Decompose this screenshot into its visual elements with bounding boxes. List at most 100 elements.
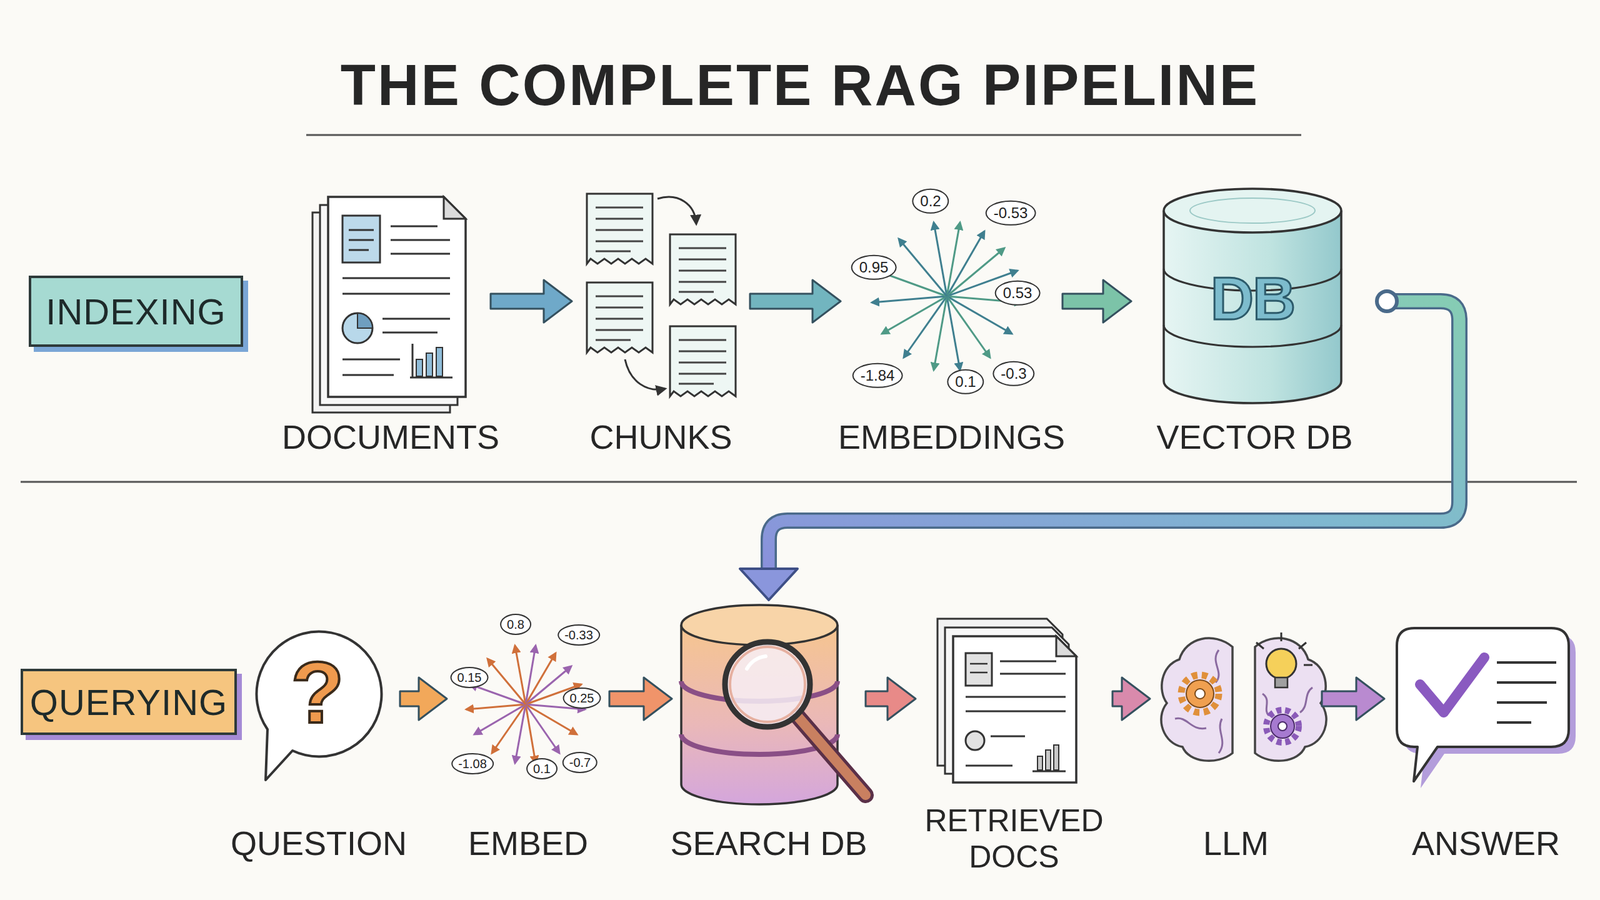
- vector-value: 0.15: [450, 666, 489, 689]
- documents-icon-part: [348, 229, 374, 232]
- documents-icon-part: [328, 196, 466, 397]
- llm-brain-icon: [1161, 632, 1327, 761]
- vector-value: 0.8: [500, 613, 532, 635]
- search-db-icon-part: [797, 716, 866, 795]
- documents-icon-part: [342, 293, 450, 295]
- llm-brain-icon-part: [1270, 714, 1295, 739]
- vector-number: -0.53: [993, 204, 1029, 222]
- answer-bubble-icon-part: [1496, 681, 1557, 684]
- arrow-head: [740, 568, 798, 600]
- step-label: QUESTION: [230, 823, 407, 863]
- block-arrow: [1112, 677, 1150, 720]
- vector-number: 0.95: [859, 258, 889, 276]
- pipeline-step: DB VECTOR DB: [1131, 187, 1379, 463]
- chunks-icon-part: [586, 282, 653, 353]
- answer-bubble-icon-part: [1496, 721, 1532, 724]
- llm-brain-icon-part: [1266, 648, 1297, 679]
- tag-label: QUERYING: [30, 681, 228, 724]
- chunks-icon-part: [586, 193, 653, 264]
- chunks-icon-part: [657, 196, 697, 224]
- vector-number: 0.1: [533, 761, 551, 776]
- documents-icon-part: [390, 253, 450, 255]
- llm-brain-icon-part: [1215, 650, 1219, 683]
- documents-icon-part: [390, 239, 450, 242]
- retrieved-docs-icon-part: [953, 636, 1077, 783]
- retrieved-docs-icon-part: [970, 663, 988, 665]
- llm-brain-icon-part: [1255, 638, 1327, 761]
- block-arrow: [865, 677, 916, 720]
- flow-arrow: [750, 280, 841, 323]
- llm-brain-icon-part: [1278, 721, 1287, 731]
- llm-brain-icon-part: [1266, 710, 1299, 743]
- vector-number: 0.25: [570, 691, 595, 705]
- step-label: RETRIEVED DOCS: [911, 803, 1118, 875]
- vector-value: 0.2: [911, 188, 949, 214]
- bend-start-ring: [1376, 291, 1397, 312]
- flow-arrow: [609, 677, 672, 720]
- stage-tag: INDEXING: [28, 275, 244, 347]
- vector-db-cylinder-part: [1190, 198, 1315, 224]
- step-label: DOCUMENTS: [281, 417, 500, 457]
- answer-bubble-icon: [1396, 628, 1576, 789]
- query-embedding-burst-part: [525, 653, 556, 705]
- embedding-burst-part: [933, 222, 947, 297]
- step-label: CHUNKS: [589, 417, 732, 457]
- search-db-icon: [681, 605, 866, 805]
- vector-number: -1.84: [860, 366, 895, 384]
- search-db-icon-part: [725, 641, 810, 727]
- retrieved-docs-icon-part: [1053, 745, 1059, 770]
- llm-brain-icon-part: [1186, 680, 1214, 708]
- vector-value: 0.1: [526, 758, 558, 780]
- divider-lines-part: [306, 134, 1302, 137]
- vector-number: -0.3: [1000, 365, 1027, 382]
- documents-icon-part: [357, 313, 373, 329]
- vector-value: 0.1: [946, 369, 984, 395]
- embedding-burst-part: [946, 231, 985, 297]
- llm-brain-icon-part: [1298, 642, 1307, 649]
- flow-arrow: [490, 280, 572, 323]
- step-label: ANSWER: [1411, 823, 1560, 863]
- llm-brain-icon-part: [1262, 693, 1269, 716]
- icon-text: DB: [1210, 268, 1295, 329]
- step-label: VECTOR DB: [1156, 417, 1353, 457]
- vector-value: 0.53: [995, 280, 1041, 306]
- vector-number: 0.53: [1003, 284, 1033, 302]
- documents-icon-part: [348, 239, 374, 242]
- answer-bubble-icon-part: [1496, 701, 1547, 704]
- documents-icon-part: [382, 318, 450, 320]
- block-arrow: [750, 280, 841, 323]
- query-embedding-burst-part: [491, 704, 526, 754]
- embedding-burst-part: [898, 238, 947, 297]
- answer-bubble-icon-part: [1420, 657, 1485, 713]
- llm-brain-icon-part: [1256, 642, 1264, 649]
- step-label: SEARCH DB: [670, 823, 867, 863]
- vector-db-cylinder-part: [1163, 210, 1342, 404]
- llm-brain-icon-part: [1303, 664, 1313, 667]
- bend-line: [768, 301, 1460, 573]
- embedding-burst-part: [933, 296, 947, 370]
- chunks-icon-part: [625, 359, 665, 390]
- llm-brain-icon-part: [1280, 632, 1283, 642]
- embedding-burst-part: [903, 296, 947, 358]
- vector-db-cylinder-part: [1163, 188, 1342, 233]
- llm-brain-icon-part: [1161, 638, 1233, 761]
- flow-arrow: [1112, 677, 1150, 720]
- stage-tag: QUERYING: [20, 668, 237, 735]
- diagram-title: THE COMPLETE RAG PIPELINE: [0, 53, 1600, 117]
- vector-value: -1.08: [451, 753, 494, 775]
- documents-icon-part: [410, 376, 453, 379]
- retrieved-docs-icon: [937, 618, 1077, 783]
- block-arrow: [1321, 677, 1385, 720]
- step-label: EMBED: [468, 823, 589, 863]
- embedding-burst-part: [881, 296, 947, 334]
- question-bubble-part: [256, 631, 382, 780]
- pipeline-step: RETRIEVED DOCS: [915, 600, 1113, 885]
- pipeline-step: EMBEDDINGS0.2-0.530.950.53-1.840.1-0.3: [840, 187, 1063, 463]
- question-bubble: [256, 631, 382, 780]
- chunks-icon-part: [670, 326, 736, 397]
- documents-icon-part: [443, 196, 466, 219]
- search-db-icon-part: [730, 646, 805, 722]
- retrieved-docs-icon-part: [990, 735, 1025, 738]
- retrieved-docs-icon-part: [1032, 770, 1066, 773]
